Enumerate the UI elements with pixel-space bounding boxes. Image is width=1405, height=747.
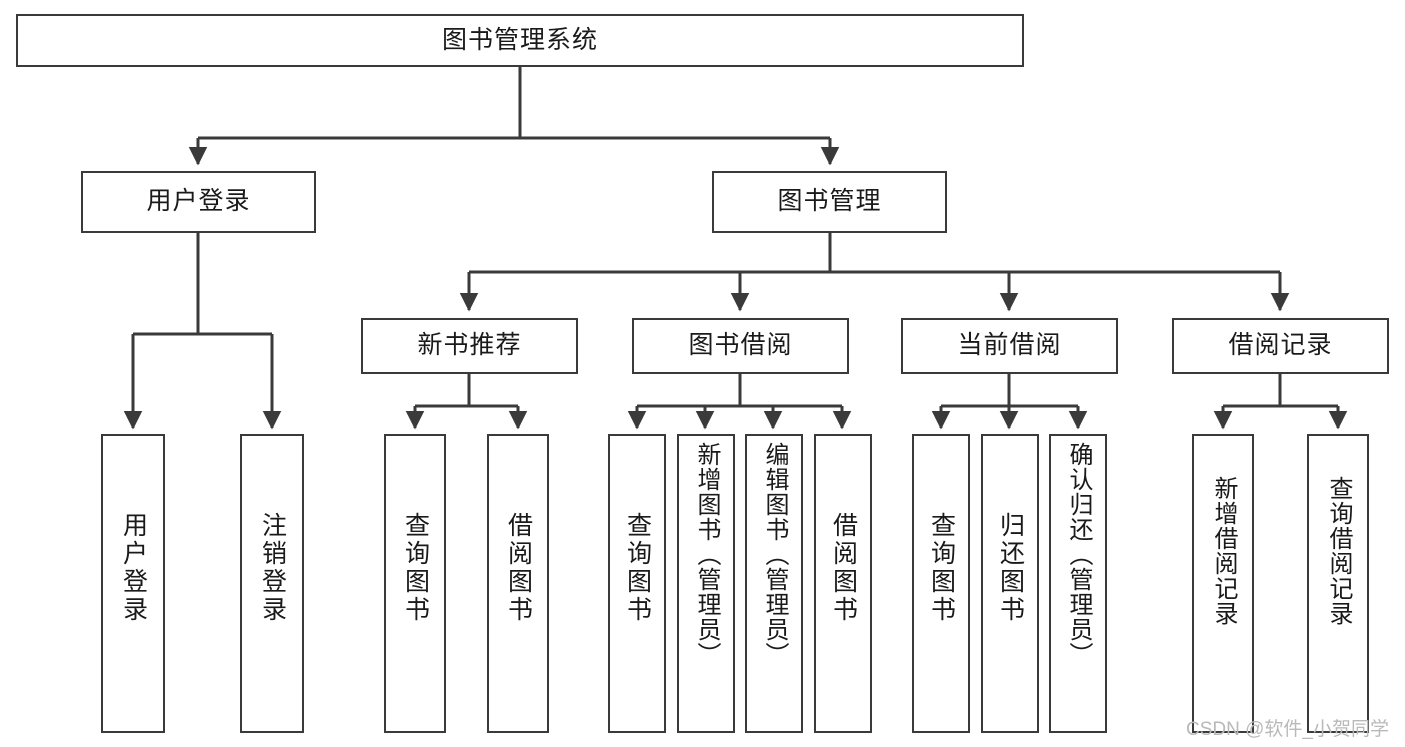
leaf-return-book[interactable]: 归还图书 [981, 434, 1039, 733]
leaf-logout-login[interactable]: 注销登录 [240, 434, 304, 733]
leaf-logout-login-label: 注销登录 [258, 512, 287, 624]
node-new-book-recommend[interactable]: 新书推荐 [361, 318, 578, 374]
leaf-query-borrow-record[interactable]: 查询借阅记录 [1307, 434, 1369, 733]
leaf-edit-book-admin[interactable]: 编辑图书（管理员） [745, 434, 803, 733]
leaf-return-book-label: 归还图书 [996, 512, 1025, 624]
node-book-manage-label: 图书管理 [777, 187, 882, 216]
node-new-book-recommend-label: 新书推荐 [417, 331, 522, 360]
leaf-user-login[interactable]: 用户登录 [101, 434, 165, 733]
leaf-borrow-book-1-label: 借阅图书 [504, 512, 533, 624]
leaf-user-login-label: 用户登录 [119, 512, 148, 624]
leaf-borrow-book-2-label: 借阅图书 [829, 512, 858, 624]
node-book-manage[interactable]: 图书管理 [712, 171, 947, 233]
node-current-borrow[interactable]: 当前借阅 [901, 318, 1118, 374]
leaf-confirm-return-admin[interactable]: 确认归还（管理员） [1049, 434, 1107, 733]
node-book-borrow[interactable]: 图书借阅 [632, 318, 849, 374]
leaf-confirm-return-admin-label: 确认归还（管理员） [1065, 442, 1092, 667]
leaf-query-book-3-label: 查询图书 [927, 512, 956, 624]
node-book-borrow-label: 图书借阅 [688, 331, 793, 360]
node-root[interactable]: 图书管理系统 [16, 14, 1024, 67]
node-user-login-label: 用户登录 [146, 187, 251, 216]
leaf-query-book-3[interactable]: 查询图书 [912, 434, 970, 733]
leaf-add-book-admin[interactable]: 新增图书（管理员） [677, 434, 735, 733]
node-borrow-record[interactable]: 借阅记录 [1172, 318, 1389, 374]
leaf-borrow-book-2[interactable]: 借阅图书 [814, 434, 872, 733]
node-root-label: 图书管理系统 [441, 25, 598, 54]
leaf-add-borrow-record-label: 新增借阅记录 [1210, 476, 1237, 626]
leaf-query-borrow-record-label: 查询借阅记录 [1325, 476, 1352, 626]
node-borrow-record-label: 借阅记录 [1228, 331, 1333, 360]
leaf-add-borrow-record[interactable]: 新增借阅记录 [1192, 434, 1254, 733]
node-user-login[interactable]: 用户登录 [81, 171, 316, 233]
leaf-query-book-2[interactable]: 查询图书 [608, 434, 666, 733]
leaf-query-book-1-label: 查询图书 [401, 512, 430, 624]
node-current-borrow-label: 当前借阅 [957, 331, 1062, 360]
leaf-query-book-2-label: 查询图书 [623, 512, 652, 624]
leaf-edit-book-admin-label: 编辑图书（管理员） [761, 442, 788, 667]
leaf-borrow-book-1[interactable]: 借阅图书 [487, 434, 549, 733]
leaf-add-book-admin-label: 新增图书（管理员） [693, 442, 720, 667]
leaf-query-book-1[interactable]: 查询图书 [384, 434, 446, 733]
watermark-text: CSDN @软件_小贺同学 [1186, 719, 1389, 740]
